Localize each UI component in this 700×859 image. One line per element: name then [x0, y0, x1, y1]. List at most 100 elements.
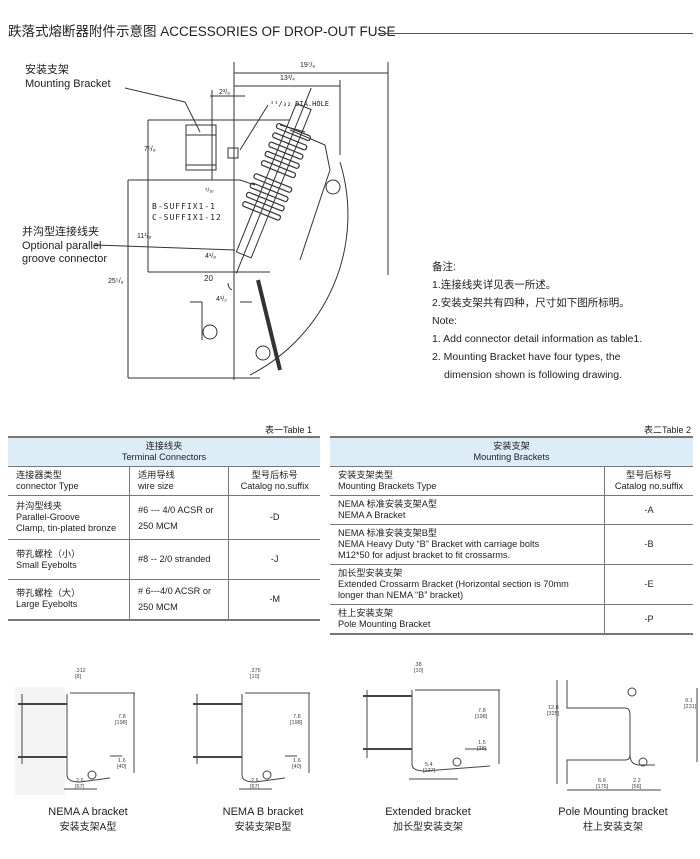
bracket-type-en: Pole Mounting Bracket	[338, 619, 431, 629]
bracket-dimension-label: 1.6	[118, 758, 126, 764]
type-en-2: Clamp, tin-plated bronze	[16, 523, 117, 533]
bracket-dimension-label: 9.1	[685, 698, 693, 704]
bracket-dimension-label: [56]	[632, 784, 642, 790]
table1-caption: 表一Table 1	[265, 425, 313, 435]
type-en: Large Eyebolts	[16, 599, 78, 610]
bracket-dimension-label: [40]	[117, 764, 127, 770]
caption-cn: 安装支架A型	[59, 822, 117, 833]
bracket-dimension-label: [198]	[290, 720, 303, 726]
bracket-dimension-label: 12.8	[548, 705, 559, 711]
bracket-type-cn: NEMA 标准安装支架B型	[338, 528, 438, 538]
bracket-dimension-label: 7.8	[293, 714, 301, 720]
col-header-cn: 型号后标号	[251, 470, 298, 480]
type-en: Small Eyebolts	[16, 559, 77, 570]
connector-label-cn: 并沟型连接线夹	[22, 226, 99, 238]
col-header-cn: 型号后标号	[626, 470, 672, 480]
col-header-en: Mounting Brackets Type	[338, 481, 437, 491]
notes-heading-en: Note:	[432, 315, 458, 327]
bracket-dimension-label: 1.5	[478, 740, 486, 746]
dim-13: 13³/₄	[280, 75, 295, 82]
wire-size: #8 -- 2/0 stranded	[138, 554, 211, 564]
extended-bracket-drawing	[363, 689, 500, 780]
dim-angle-20: 20	[204, 274, 213, 283]
suffix-c-label: C-SUFFIX1-12	[152, 213, 222, 222]
nema-a-bracket-drawing	[15, 687, 135, 795]
pole-bracket-drawing	[556, 680, 698, 791]
bracket-type-en: NEMA Heavy Duty “B” Bracket with carriag…	[338, 539, 540, 549]
bracket-dimension-label: [67]	[250, 784, 260, 790]
caption-nema-a: NEMA A bracket 安装支架A型	[3, 805, 173, 835]
bracket-dimension-label: 2.6	[76, 778, 84, 784]
notes-heading-cn: 备注:	[432, 261, 456, 273]
type-en: Parallel-Groove	[16, 512, 80, 522]
bracket-dimension-label: [175]	[596, 784, 609, 790]
suffix: -J	[228, 539, 320, 580]
bracket-dimension-label: .312	[75, 668, 86, 674]
table2-caption: 表二Table 2	[644, 425, 692, 435]
dim-11: 11¹/₈	[137, 233, 152, 240]
bracket-dimension-label: 2.6	[251, 778, 259, 784]
bracket-type-cn: 加长型安装支架	[338, 568, 403, 578]
bracket-dimension-label: .38	[414, 662, 422, 668]
bracket-dimension-label: [40]	[292, 764, 302, 770]
dim-7: 7⁵/₈	[144, 146, 156, 153]
note-en-2a: 2. Mounting Bracket have four types, the	[432, 351, 621, 363]
col-header-en: Catalog no.suffix	[240, 481, 309, 491]
connector-label-en-1: Optional parallel	[22, 240, 102, 252]
note-en-1: 1. Add connector detail information as t…	[432, 333, 643, 345]
title-divider	[378, 33, 693, 34]
connector-label-en-2: groove connector	[22, 253, 107, 265]
wire-size-2: 250 MCM	[138, 520, 178, 531]
table1-title-en: Terminal Connectors	[121, 452, 207, 462]
bracket-dimension-label: [198]	[475, 714, 488, 720]
suffix: -A	[604, 495, 693, 525]
mounting-bracket-label-cn: 安装支架	[25, 64, 69, 76]
nema-b-bracket-drawing	[193, 692, 310, 790]
type-cn: 带孔螺栓（大）	[16, 588, 81, 599]
bracket-dimension-label: 1.6	[293, 758, 301, 764]
wire-size: #6 --- 4/0 ACSR or	[138, 504, 214, 515]
table-row: 带孔螺栓（大）Large Eyebolts # 6---4/0 ACSR or 2…	[8, 579, 320, 621]
col-header-en: Catalog no.suffix	[614, 481, 684, 491]
wire-size-2: 250 MCM	[138, 602, 178, 613]
bracket-type-en: NEMA A Bracket	[338, 510, 406, 520]
dim-19: 19⁷/₈	[300, 62, 316, 69]
col-header-cn: 适用导线	[138, 470, 175, 480]
col-header-cn: 安装支架类型	[338, 470, 394, 480]
type-cn: 带孔螺栓（小）	[16, 548, 81, 559]
bracket-drawings	[15, 680, 698, 795]
page-title: 跌落式熔断器附件示意图 ACCESSORIES OF DROP-OUT FUSE	[8, 24, 396, 39]
bracket-dimension-label: [38]	[477, 746, 487, 752]
caption-cn: 安装支架B型	[234, 822, 292, 833]
table2-title-en: Mounting Brackets	[473, 452, 550, 462]
suffix-b-label: B-SUFFIX1-1	[152, 202, 216, 211]
suffix: -P	[604, 604, 693, 635]
suffix: -D	[228, 495, 320, 540]
caption-en: Extended bracket	[385, 806, 471, 818]
suffix: -M	[228, 579, 320, 621]
type-cn: 并沟型线夹	[16, 501, 62, 511]
col-header-cn: 连接器类型	[16, 470, 62, 480]
notes: 备注: 1.连接线夹详见表一所述。 2.安装支架共有四种，尺寸如下图所标明。 N…	[432, 258, 642, 384]
col-header-en: wire size	[138, 481, 174, 491]
caption-en: NEMA A bracket	[48, 806, 128, 818]
bracket-type-en-2: longer than NEMA “B” bracket)	[338, 590, 464, 600]
bracket-type-cn: NEMA 标准安装支架A型	[338, 499, 438, 509]
bracket-type-en-2: M12*50 for adjust bracket to fit crossar…	[338, 550, 511, 560]
dim-5-16: ⁵/₁₆	[205, 188, 214, 194]
caption-cn: 柱上安装支架	[583, 822, 643, 833]
dim-25: 25⁵/₈	[108, 278, 124, 285]
wire-size: # 6---4/0 ACSR or	[138, 586, 212, 597]
suffix: -B	[604, 524, 693, 565]
table2-title-cn: 安装支架	[493, 441, 530, 451]
